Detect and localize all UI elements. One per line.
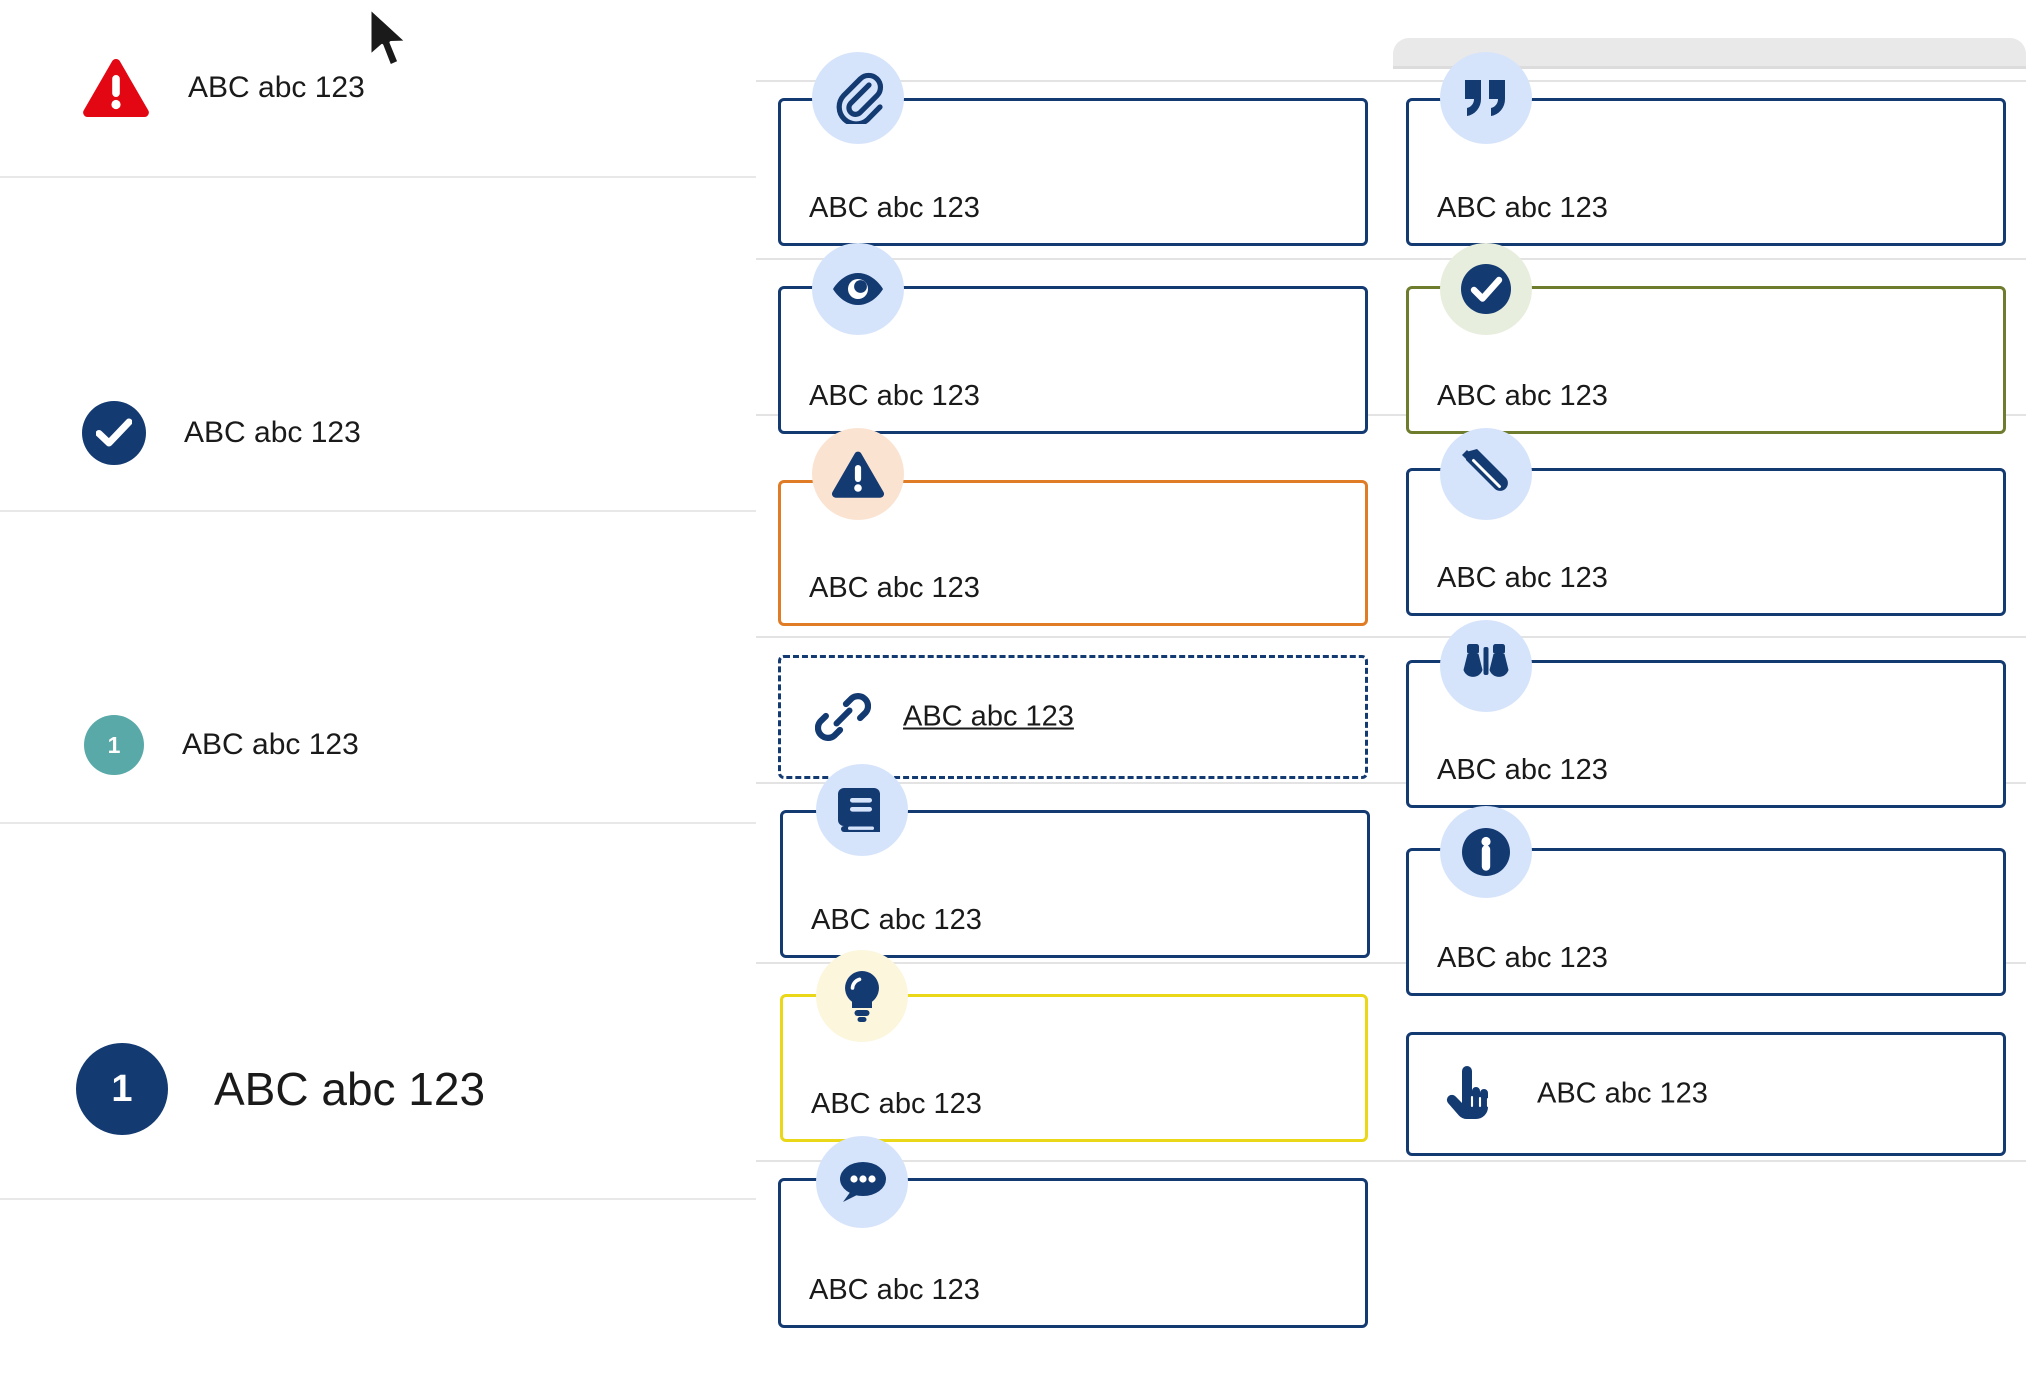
check-circle-icon bbox=[1440, 243, 1532, 335]
column-rule bbox=[756, 962, 2026, 964]
card-label: ABC abc 123 bbox=[811, 904, 982, 936]
column-rule bbox=[756, 636, 2026, 638]
quote-icon bbox=[1440, 52, 1532, 144]
eye-icon bbox=[812, 243, 904, 335]
card-label: ABC abc 123 bbox=[809, 192, 980, 224]
list-item-teal-one[interactable]: 1 ABC abc 123 bbox=[0, 668, 756, 824]
card-label: ABC abc 123 bbox=[1437, 942, 1608, 974]
card-label: ABC abc 123 bbox=[809, 1274, 980, 1306]
book-icon bbox=[816, 764, 908, 856]
warning-triangle-icon bbox=[812, 428, 904, 520]
list-item-big-one[interactable]: 1 ABC abc 123 bbox=[0, 980, 756, 1200]
card-label: ABC abc 123 bbox=[1537, 1077, 1708, 1110]
pencil-icon bbox=[1440, 428, 1532, 520]
column-rule bbox=[756, 782, 2026, 784]
column-rule bbox=[756, 258, 2026, 260]
lightbulb-icon bbox=[816, 950, 908, 1042]
column-rule bbox=[756, 1160, 2026, 1162]
list-item-label: ABC abc 123 bbox=[188, 71, 365, 104]
number-badge-value: 1 bbox=[107, 731, 121, 758]
check-circle-icon bbox=[82, 401, 146, 465]
card-label: ABC abc 123 bbox=[1437, 192, 1608, 224]
number-badge-icon: 1 bbox=[84, 715, 144, 775]
column-rule bbox=[756, 414, 2026, 416]
card-label: ABC abc 123 bbox=[1437, 562, 1608, 594]
list-item-label: ABC abc 123 bbox=[214, 1063, 486, 1115]
link-icon bbox=[815, 689, 871, 745]
hand-pointer-icon bbox=[1445, 1065, 1495, 1123]
card-label: ABC abc 123 bbox=[811, 1088, 982, 1120]
info-circle-icon bbox=[1440, 806, 1532, 898]
number-badge-value: 1 bbox=[111, 1067, 133, 1110]
column-rule bbox=[756, 80, 2026, 82]
browser-tab-strip-shadow bbox=[1393, 66, 2026, 69]
left-list: ABC abc 123 ABC abc 123 1 ABC abc 123 1 … bbox=[0, 0, 756, 1392]
list-item-done[interactable]: ABC abc 123 bbox=[0, 356, 756, 512]
paperclip-icon bbox=[812, 52, 904, 144]
card-label: ABC abc 123 bbox=[809, 380, 980, 412]
chat-bubble-icon bbox=[816, 1136, 908, 1228]
card-label: ABC abc 123 bbox=[809, 572, 980, 604]
list-item-label: ABC abc 123 bbox=[182, 728, 359, 761]
card-action[interactable]: ABC abc 123 bbox=[1406, 1032, 2006, 1156]
warning-triangle-icon bbox=[82, 54, 150, 122]
number-badge-icon: 1 bbox=[76, 1043, 168, 1135]
card-label[interactable]: ABC abc 123 bbox=[903, 700, 1074, 733]
card-label: ABC abc 123 bbox=[1437, 754, 1608, 786]
list-item-label: ABC abc 123 bbox=[184, 416, 361, 449]
card-label: ABC abc 123 bbox=[1437, 380, 1608, 412]
card-link[interactable]: ABC abc 123 bbox=[778, 655, 1368, 779]
list-item-alert[interactable]: ABC abc 123 bbox=[0, 0, 756, 178]
binoculars-icon bbox=[1440, 620, 1532, 712]
